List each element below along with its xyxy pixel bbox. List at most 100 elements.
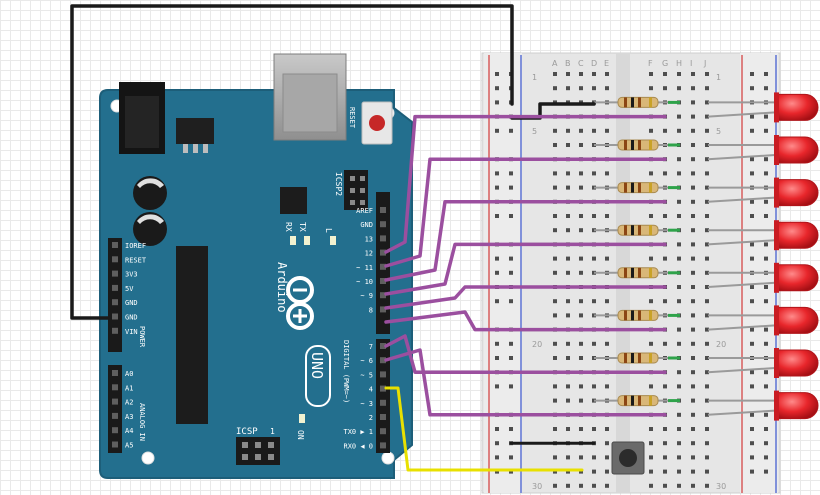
breadboard-hole	[592, 384, 596, 389]
l-label: L	[324, 228, 333, 233]
pin-label: AREF	[356, 207, 373, 215]
led	[777, 392, 819, 420]
breadboard-hole	[705, 185, 709, 190]
breadboard-hole	[553, 72, 557, 76]
breadboard-hole	[566, 86, 570, 91]
rail-hole	[495, 384, 499, 389]
pin-label: TX0 ▶ 1	[343, 428, 373, 436]
breadboard-hole	[677, 469, 681, 474]
resistor-band	[624, 182, 627, 193]
breadboard-hole	[649, 427, 653, 431]
breadboard-hole	[566, 72, 570, 76]
header-pin	[112, 313, 118, 320]
breadboard-hole	[705, 157, 709, 162]
model-name: UNO	[308, 352, 326, 379]
breadboard-hole	[605, 427, 609, 431]
breadboard-hole	[605, 72, 609, 76]
resistor-band	[631, 182, 634, 193]
header-pin	[112, 370, 118, 376]
pin-label: GND	[125, 314, 138, 322]
icsp2-pin	[350, 188, 355, 193]
breadboard-hole	[566, 171, 570, 176]
header-pin	[112, 427, 118, 434]
breadboard-hole	[677, 327, 681, 332]
header-pin	[380, 306, 386, 313]
pin-label: ~ 9	[360, 292, 373, 300]
breadboard-hole	[705, 143, 709, 147]
rail-hole	[495, 86, 499, 91]
usb-controller-chip	[280, 187, 307, 214]
rail-hole	[495, 299, 499, 304]
breadboard-hole	[705, 441, 709, 446]
breadboard-hole	[649, 86, 653, 91]
row-label: 30	[532, 482, 542, 491]
breadboard-hole	[663, 214, 667, 218]
breadboard-hole	[592, 128, 596, 133]
led-rim	[774, 348, 779, 378]
rail-hole	[750, 469, 754, 474]
breadboard-hole	[566, 299, 570, 304]
dc-power-jack-inner	[125, 96, 159, 148]
breadboard-hole	[553, 256, 557, 261]
breadboard-hole	[691, 114, 695, 119]
breadboard-hole	[553, 143, 557, 147]
breadboard-hole	[553, 341, 557, 346]
breadboard-hole	[663, 384, 667, 389]
header-pin	[380, 207, 386, 213]
breadboard-hole	[691, 143, 695, 147]
icsp-pin	[255, 454, 261, 460]
row-label: 20	[532, 340, 542, 349]
resistor-band	[649, 97, 652, 108]
column-label: G	[662, 59, 668, 68]
regulator-pin	[183, 144, 188, 153]
breadboard-hole	[677, 114, 681, 119]
led-rim	[774, 92, 779, 123]
breadboard-hole	[605, 86, 609, 91]
resistor-band	[649, 353, 652, 363]
rx-label: RX	[284, 222, 293, 232]
signal-wire	[384, 310, 667, 332]
breadboard-hole	[705, 214, 709, 218]
rail-hole	[509, 128, 513, 133]
header-pin	[112, 327, 118, 334]
breadboard-hole	[691, 100, 695, 105]
pin-label: 7	[369, 343, 373, 351]
pushbutton-cap[interactable]	[619, 449, 637, 467]
breadboard-hole	[566, 356, 570, 360]
digital-header-bottom	[376, 339, 390, 453]
breadboard-hole	[579, 86, 583, 91]
icsp2-pin	[360, 176, 365, 181]
icsp2-pin	[360, 188, 365, 193]
breadboard-hole	[566, 427, 570, 431]
regulator-pin	[203, 144, 208, 153]
icsp-pin	[242, 442, 248, 448]
breadboard-hole	[579, 171, 583, 176]
rail-hole	[750, 242, 754, 247]
breadboard-hole	[705, 199, 709, 204]
breadboard-hole	[579, 427, 583, 431]
breadboard-hole	[592, 341, 596, 346]
pin-label: IOREF	[125, 242, 146, 250]
row-label: 5	[716, 127, 721, 136]
header-pin	[380, 249, 386, 256]
breadboard-hole	[579, 185, 583, 190]
rail-hole	[509, 469, 513, 474]
breadboard-hole	[691, 86, 695, 91]
breadboard-hole	[705, 483, 709, 488]
breadboard-hole	[691, 441, 695, 446]
reset-button-cap[interactable]	[369, 115, 385, 131]
pin-label: 12	[365, 250, 373, 258]
rail-hole	[495, 185, 499, 190]
breadboard-hole	[691, 455, 695, 460]
rail-hole	[750, 256, 754, 261]
pin-label: ~ 5	[360, 371, 373, 379]
led	[777, 264, 819, 292]
pin-label: 3V3	[125, 271, 138, 279]
resistor-band	[649, 140, 652, 150]
power-header	[108, 238, 122, 352]
breadboard-hole	[663, 341, 667, 346]
breadboard-hole	[705, 455, 709, 460]
rail-hole	[750, 441, 754, 446]
pushbutton[interactable]	[611, 441, 645, 475]
breadboard-hole	[579, 72, 583, 76]
